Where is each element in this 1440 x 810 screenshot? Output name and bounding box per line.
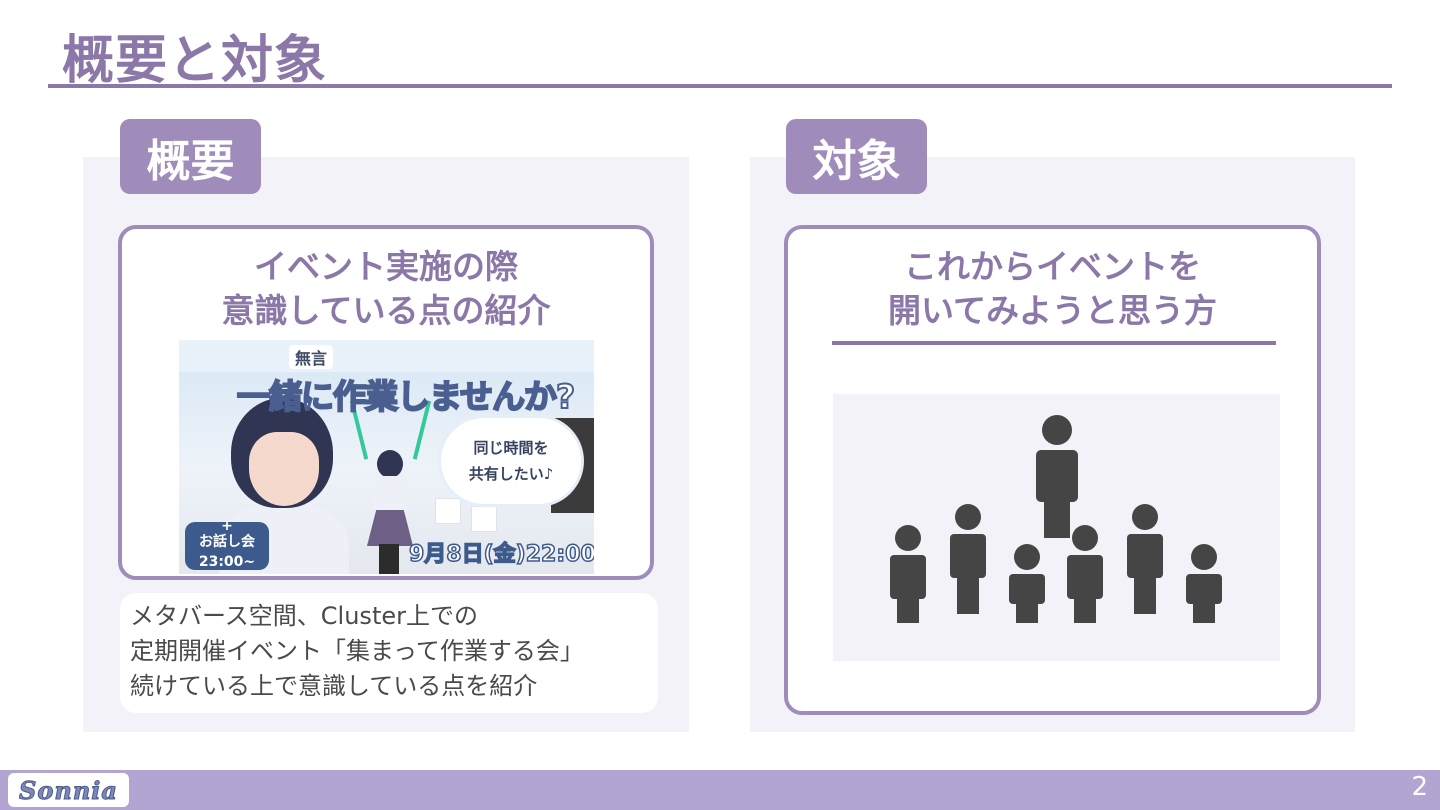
description-line-2: 定期開催イベント「集まって作業する会」 (130, 637, 584, 665)
people-svg (890, 415, 1222, 623)
badge-plus: + (221, 518, 233, 534)
target-tab-label: 対象 (786, 119, 927, 194)
target-card: これからイベントを 開いてみようと思う方 (784, 225, 1321, 715)
person-icon (950, 504, 986, 614)
talk-session-badge: + お話し会 23:00~ (185, 518, 269, 570)
people-figures (890, 415, 1222, 623)
description-line-3: 続けている上で意識している点を紹介 (130, 672, 538, 700)
overview-heading-line-2: 意識している点の紹介 (221, 291, 551, 330)
overview-description: メタバース空間、Cluster上での 定期開催イベント「集まって作業する会」 続… (120, 593, 658, 713)
target-heading-line-2: 開いてみようと思う方 (887, 291, 1217, 330)
page-number: 2 (1411, 772, 1428, 802)
bubble-line-1: 同じ時間を (473, 439, 549, 457)
badge-talk-time: 23:00~ (198, 554, 256, 570)
event-date: 9月8日(金)22:00~ (408, 541, 594, 568)
overview-tab-label: 概要 (120, 119, 261, 194)
target-heading: これからイベントを 開いてみようと思う方 (788, 245, 1317, 333)
banner-character2-body (373, 476, 407, 516)
description-line-1: メタバース空間、Cluster上での (130, 602, 478, 630)
person-icon (890, 525, 926, 623)
banner-cube (435, 498, 461, 524)
brand-logo: Sonnia (8, 773, 129, 807)
people-group-icon (833, 394, 1280, 661)
overview-card: イベント実施の際 意識している点の紹介 無言 一緒に作業しませんか? 同じ時間を… (118, 225, 654, 580)
banner-main-text: 一緒に作業しませんか? (236, 376, 576, 417)
event-banner-image: 無言 一緒に作業しませんか? 同じ時間を 共有したい♪ + お話し会 23:00… (179, 340, 594, 574)
banner-small-label: 無言 (289, 345, 334, 369)
person-icon (1009, 544, 1045, 623)
person-icon (1186, 544, 1222, 623)
person-icon (1067, 525, 1103, 623)
banner-character2-head (377, 450, 403, 478)
banner-character2-legs (379, 544, 399, 574)
overview-heading: イベント実施の際 意識している点の紹介 (122, 245, 650, 333)
target-heading-underline (832, 341, 1276, 345)
person-icon (1127, 504, 1163, 614)
bubble-line-2: 共有したい♪ (468, 465, 554, 483)
badge-talk-label: お話し会 (199, 534, 255, 550)
overview-heading-line-1: イベント実施の際 (254, 247, 518, 286)
banner-speech-bubble: 同じ時間を 共有したい♪ (441, 418, 581, 504)
banner-cube (471, 506, 497, 532)
footer-bar (0, 770, 1440, 810)
title-underline (48, 84, 1392, 88)
page-title: 概要と対象 (62, 31, 328, 91)
target-heading-line-1: これからイベントを (904, 247, 1201, 286)
banner-sky (179, 340, 594, 372)
banner-character-face (249, 432, 319, 506)
person-icon (1036, 415, 1078, 538)
